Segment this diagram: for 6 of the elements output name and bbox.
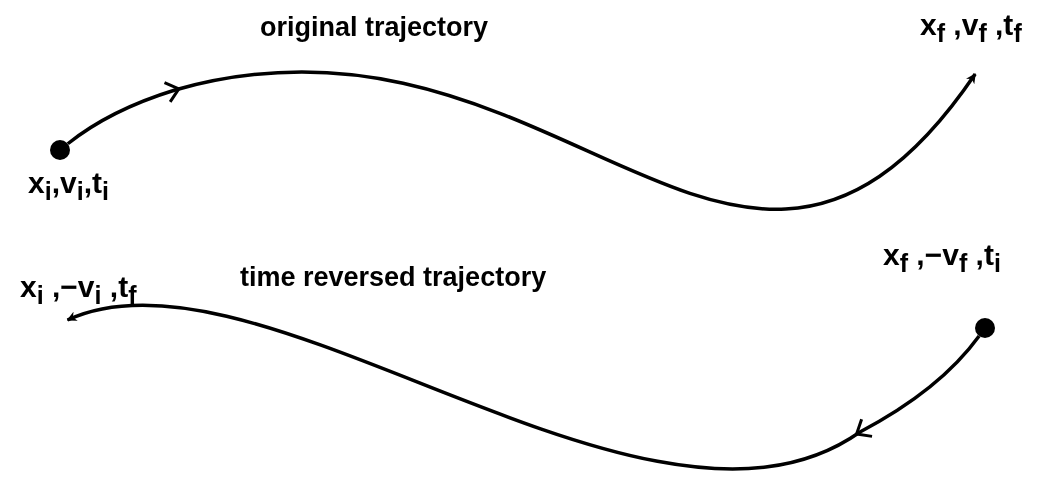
state-label: x$_{f}$ ,−v$_{f}$ ,t$_{i}$ <box>883 240 1001 276</box>
trajectory-arrow <box>66 303 981 471</box>
state-label: x$_{i}$,v$_{i}$,t$_{i}$ <box>28 168 109 204</box>
state-label: x$_{i}$ ,−v$_{i}$ ,t$_{f}$ <box>20 270 137 303</box>
trajectory-arrow <box>66 70 977 211</box>
state-label: x$_{f}$ ,v$_{f}$ ,t$_{f}$ <box>920 8 1022 41</box>
